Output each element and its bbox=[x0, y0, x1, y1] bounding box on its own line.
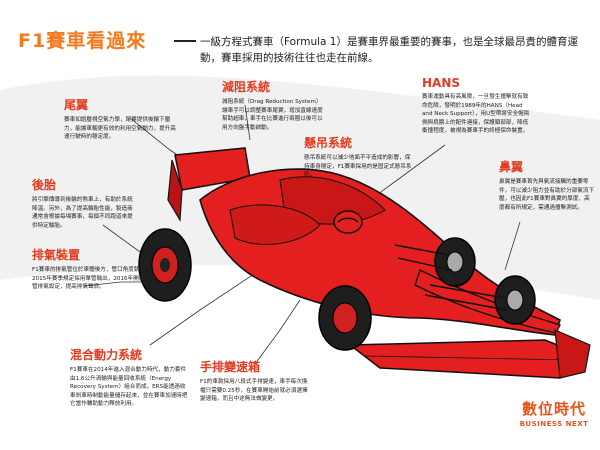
wheels bbox=[138, 228, 536, 351]
label-title: HANS bbox=[422, 76, 461, 90]
label-title: 混合動力系統 bbox=[70, 348, 143, 362]
label-title: 後胎 bbox=[32, 178, 57, 192]
business-next-logo: 數位時代 BUSINESS NEXT bbox=[515, 398, 593, 428]
label-hybrid: 混合動力系統 F1賽車在2014年進入混合動力時代，動力套件由1.6公升渦輪與能… bbox=[70, 346, 188, 409]
driver-helmet bbox=[333, 210, 363, 234]
suspension-arms bbox=[394, 244, 508, 311]
label-desc: F1賽車在2014年進入混合動力時代，動力套件由1.6公升渦輪與能量回收系統（E… bbox=[70, 367, 188, 408]
label-desc: 減阻系統（Drag Reduction System）讓車手可以調整賽車尾翼，增… bbox=[222, 99, 323, 131]
label-desc: 將引擎傳導到後輪的煞車上，有助於系統降溫。另外，為了提高輪胎性能，製造商通常會根… bbox=[32, 197, 133, 229]
label-title: 尾翼 bbox=[64, 98, 89, 112]
label-desc: 賽車運動具有高風險，一旦發生撞擊就有致命危險，發明於1989年的HANS（Hea… bbox=[422, 94, 530, 135]
label-title: 減阻系統 bbox=[222, 80, 271, 94]
label-tyres: 後胎 將引擎傳導到後輪的煞車上，有助於系統降溫。另外，為了提高輪胎性能，製造商通… bbox=[32, 176, 136, 230]
label-exhaust: 排氣裝置 F1賽車的排氣管位於車體後方，管口角度朝上。2015年賽季規定採用單管… bbox=[32, 246, 154, 292]
label-desc: 鼻翼是賽車首先與氣流接觸的重要零件，可以減少阻力並有助於分部氣流下壓，也因此F1… bbox=[499, 179, 595, 211]
front-wing-shape bbox=[347, 329, 591, 379]
label-title: 懸吊系統 bbox=[304, 136, 353, 150]
logo-name: 數位時代 bbox=[521, 400, 586, 418]
label-desc: 賽車如誼壓視空氣力學，尾翼提供後輪下壓力，能讓車輛更有效的利用空氣動力，提升高速… bbox=[64, 117, 176, 141]
label-title: 排氣裝置 bbox=[32, 248, 81, 262]
label-drs: 減阻系統 減阻系統（Drag Reduction System）讓車手可以調整賽… bbox=[222, 78, 326, 132]
label-desc: 懸吊系統可以減少地面不平造成的影響，保持車身穩定，F1賽車採用的是固定式懸吊系統… bbox=[304, 155, 412, 179]
label-suspension: 懸吊系統 懸吊系統可以減少地面不平造成的影響，保持車身穩定，F1賽車採用的是固定… bbox=[304, 134, 414, 180]
label-desc: F1的車款採用八段式手排變速，車手每次換檔只需要0.25秒，在賽車開始前就必須選… bbox=[200, 379, 308, 403]
label-title: 手排變速箱 bbox=[200, 360, 261, 374]
page-title: F1賽車看過來 bbox=[18, 30, 147, 52]
label-nose: 鼻翼 鼻翼是賽車首先與氣流接觸的重要零件，可以減少阻力並有助於分部氣流下壓，也因… bbox=[499, 158, 595, 212]
label-gearbox: 手排變速箱 F1的車款採用八段式手排變速，車手每次換檔只需要0.25秒，在賽車開… bbox=[200, 358, 312, 404]
title-rule bbox=[174, 40, 196, 42]
label-rear-wing: 尾翼 賽車如誼壓視空氣力學，尾翼提供後輪下壓力，能讓車輛更有效的利用空氣動力，提… bbox=[64, 96, 178, 142]
label-title: 鼻翼 bbox=[499, 160, 524, 174]
label-desc: F1賽車的排氣管位於車體後方，管口角度朝上。2015年賽季規定採用單管輸出，20… bbox=[32, 267, 151, 291]
label-hans: HANS 賽車運動具有高風險，一旦發生撞擊就有致命危險，發明於1989年的HAN… bbox=[422, 76, 532, 136]
logo-subtitle: BUSINESS NEXT bbox=[519, 420, 589, 428]
lead-paragraph: 一級方程式賽車（Formula 1）是賽車界最重要的賽事，也是全球最昂貴的體育運… bbox=[200, 36, 578, 64]
